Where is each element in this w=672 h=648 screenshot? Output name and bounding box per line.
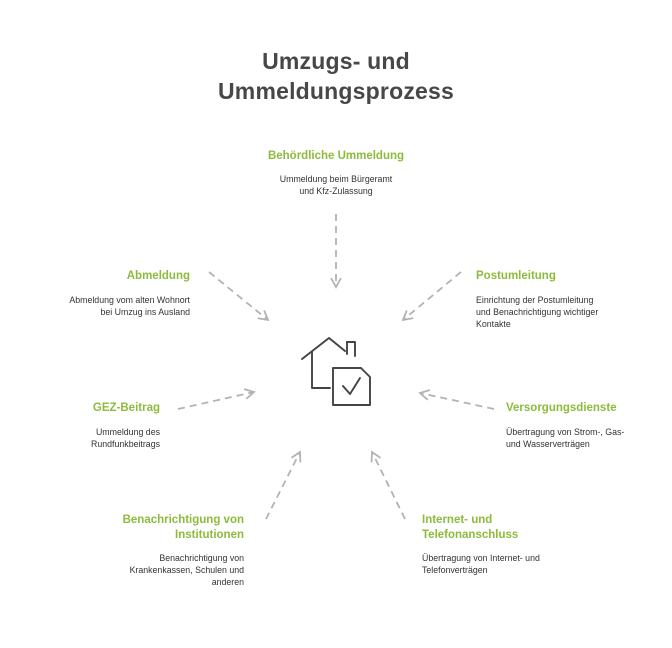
step-desc-gez-beitrag: Ummeldung des Rundfunkbeitrags: [91, 427, 160, 449]
step-heading-postumleitung: Postumleitung: [476, 270, 556, 282]
step-heading-gez-beitrag: GEZ-Beitrag: [92, 402, 160, 414]
arrow-abmeldung: [208, 271, 270, 322]
arrow-gez-beitrag: [177, 388, 256, 410]
step-heading-behoerdliche-ummeldung: Behördliche Ummeldung: [267, 150, 405, 162]
step-desc-behoerdliche-ummeldung: Ummeldung beim Bürgeramt und Kfz-Zulassu…: [279, 174, 393, 196]
diagram-title: Umzugs- und Ummeldungsprozess: [0, 46, 672, 106]
house-document-check-icon: [301, 337, 371, 406]
step-heading-abmeldung: Abmeldung: [126, 270, 190, 282]
step-heading-benachrichtigung-institutionen: Benachrichtigung von Institutionen: [122, 514, 244, 541]
diagram-title-line-2: Ummeldungsprozess: [217, 78, 454, 104]
arrow-internet-telefon: [370, 450, 406, 520]
step-desc-benachrichtigung-institutionen: Benachrichtigung von Krankenkassen, Schu…: [129, 553, 244, 587]
step-desc-versorgungsdienste: Übertragung von Strom-, Gas- und Wasserv…: [506, 427, 625, 449]
diagram-title-line-1: Umzugs- und: [262, 48, 410, 74]
step-heading-internet-telefon: Internet- und Telefonanschluss: [422, 514, 519, 541]
arrow-postumleitung: [401, 271, 462, 322]
arrow-versorgungsdienste: [418, 389, 495, 410]
arrow-benachrichtigung-institutionen: [265, 450, 302, 520]
step-heading-versorgungsdienste: Versorgungsdienste: [506, 402, 617, 414]
step-desc-abmeldung: Abmeldung vom alten Wohnort bei Umzug in…: [69, 295, 190, 317]
step-desc-postumleitung: Einrichtung der Postumleitung und Benach…: [476, 295, 599, 329]
step-desc-internet-telefon: Übertragung von Internet- und Telefonver…: [422, 553, 540, 575]
